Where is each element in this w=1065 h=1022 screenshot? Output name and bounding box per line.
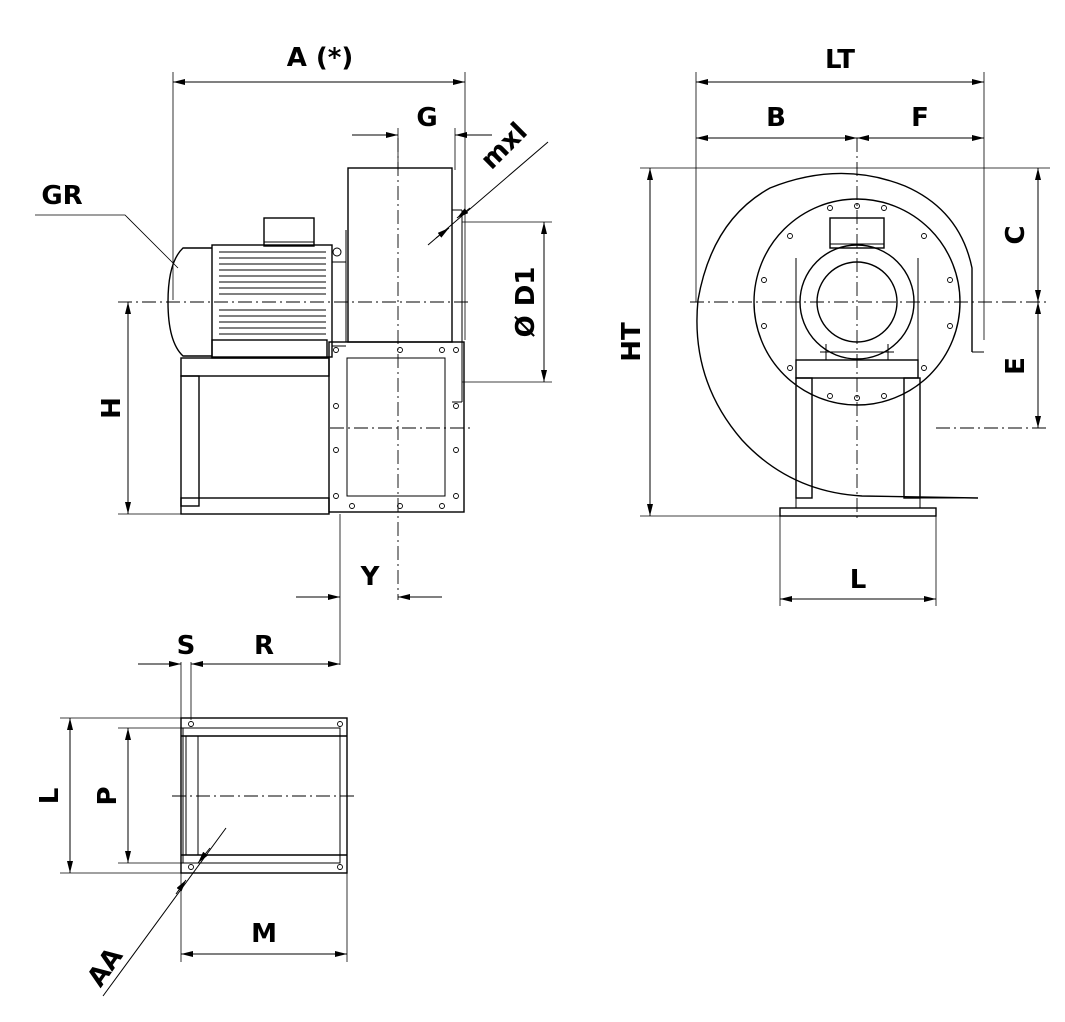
outlet-flange-side bbox=[328, 341, 465, 513]
label-y: Y bbox=[360, 562, 381, 592]
leader-aa bbox=[102, 827, 227, 997]
leader-mxl bbox=[427, 141, 549, 246]
label-e: E bbox=[1001, 357, 1031, 375]
label-gr: GR bbox=[41, 181, 82, 211]
motor bbox=[167, 217, 346, 359]
front-view: LT B F bbox=[617, 45, 1050, 606]
label-f: F bbox=[911, 103, 929, 133]
scroll-housing bbox=[696, 172, 979, 499]
label-b: B bbox=[766, 103, 786, 133]
label-g: G bbox=[416, 103, 437, 133]
base-frame-side bbox=[180, 357, 330, 515]
label-lt: LT bbox=[825, 45, 855, 75]
label-a: A (*) bbox=[287, 43, 354, 73]
leader-gr bbox=[35, 214, 179, 269]
label-mxl: mxl bbox=[475, 117, 534, 176]
label-m: M bbox=[251, 919, 277, 949]
label-c: C bbox=[1001, 225, 1031, 244]
label-p: P bbox=[93, 786, 123, 805]
label-ht: HT bbox=[617, 322, 647, 362]
label-d1: Ø D1 bbox=[511, 267, 541, 338]
label-s: S bbox=[177, 631, 196, 661]
stand-front bbox=[779, 258, 937, 517]
side-view: A (*) G mxl GR bbox=[35, 43, 552, 665]
base-view: S R L P M AA bbox=[35, 631, 356, 997]
label-r: R bbox=[254, 631, 274, 661]
label-h: H bbox=[97, 397, 127, 419]
label-l-front: L bbox=[850, 565, 867, 595]
base-plate bbox=[180, 717, 348, 874]
label-l-base: L bbox=[35, 788, 65, 805]
label-aa: AA bbox=[82, 942, 130, 992]
